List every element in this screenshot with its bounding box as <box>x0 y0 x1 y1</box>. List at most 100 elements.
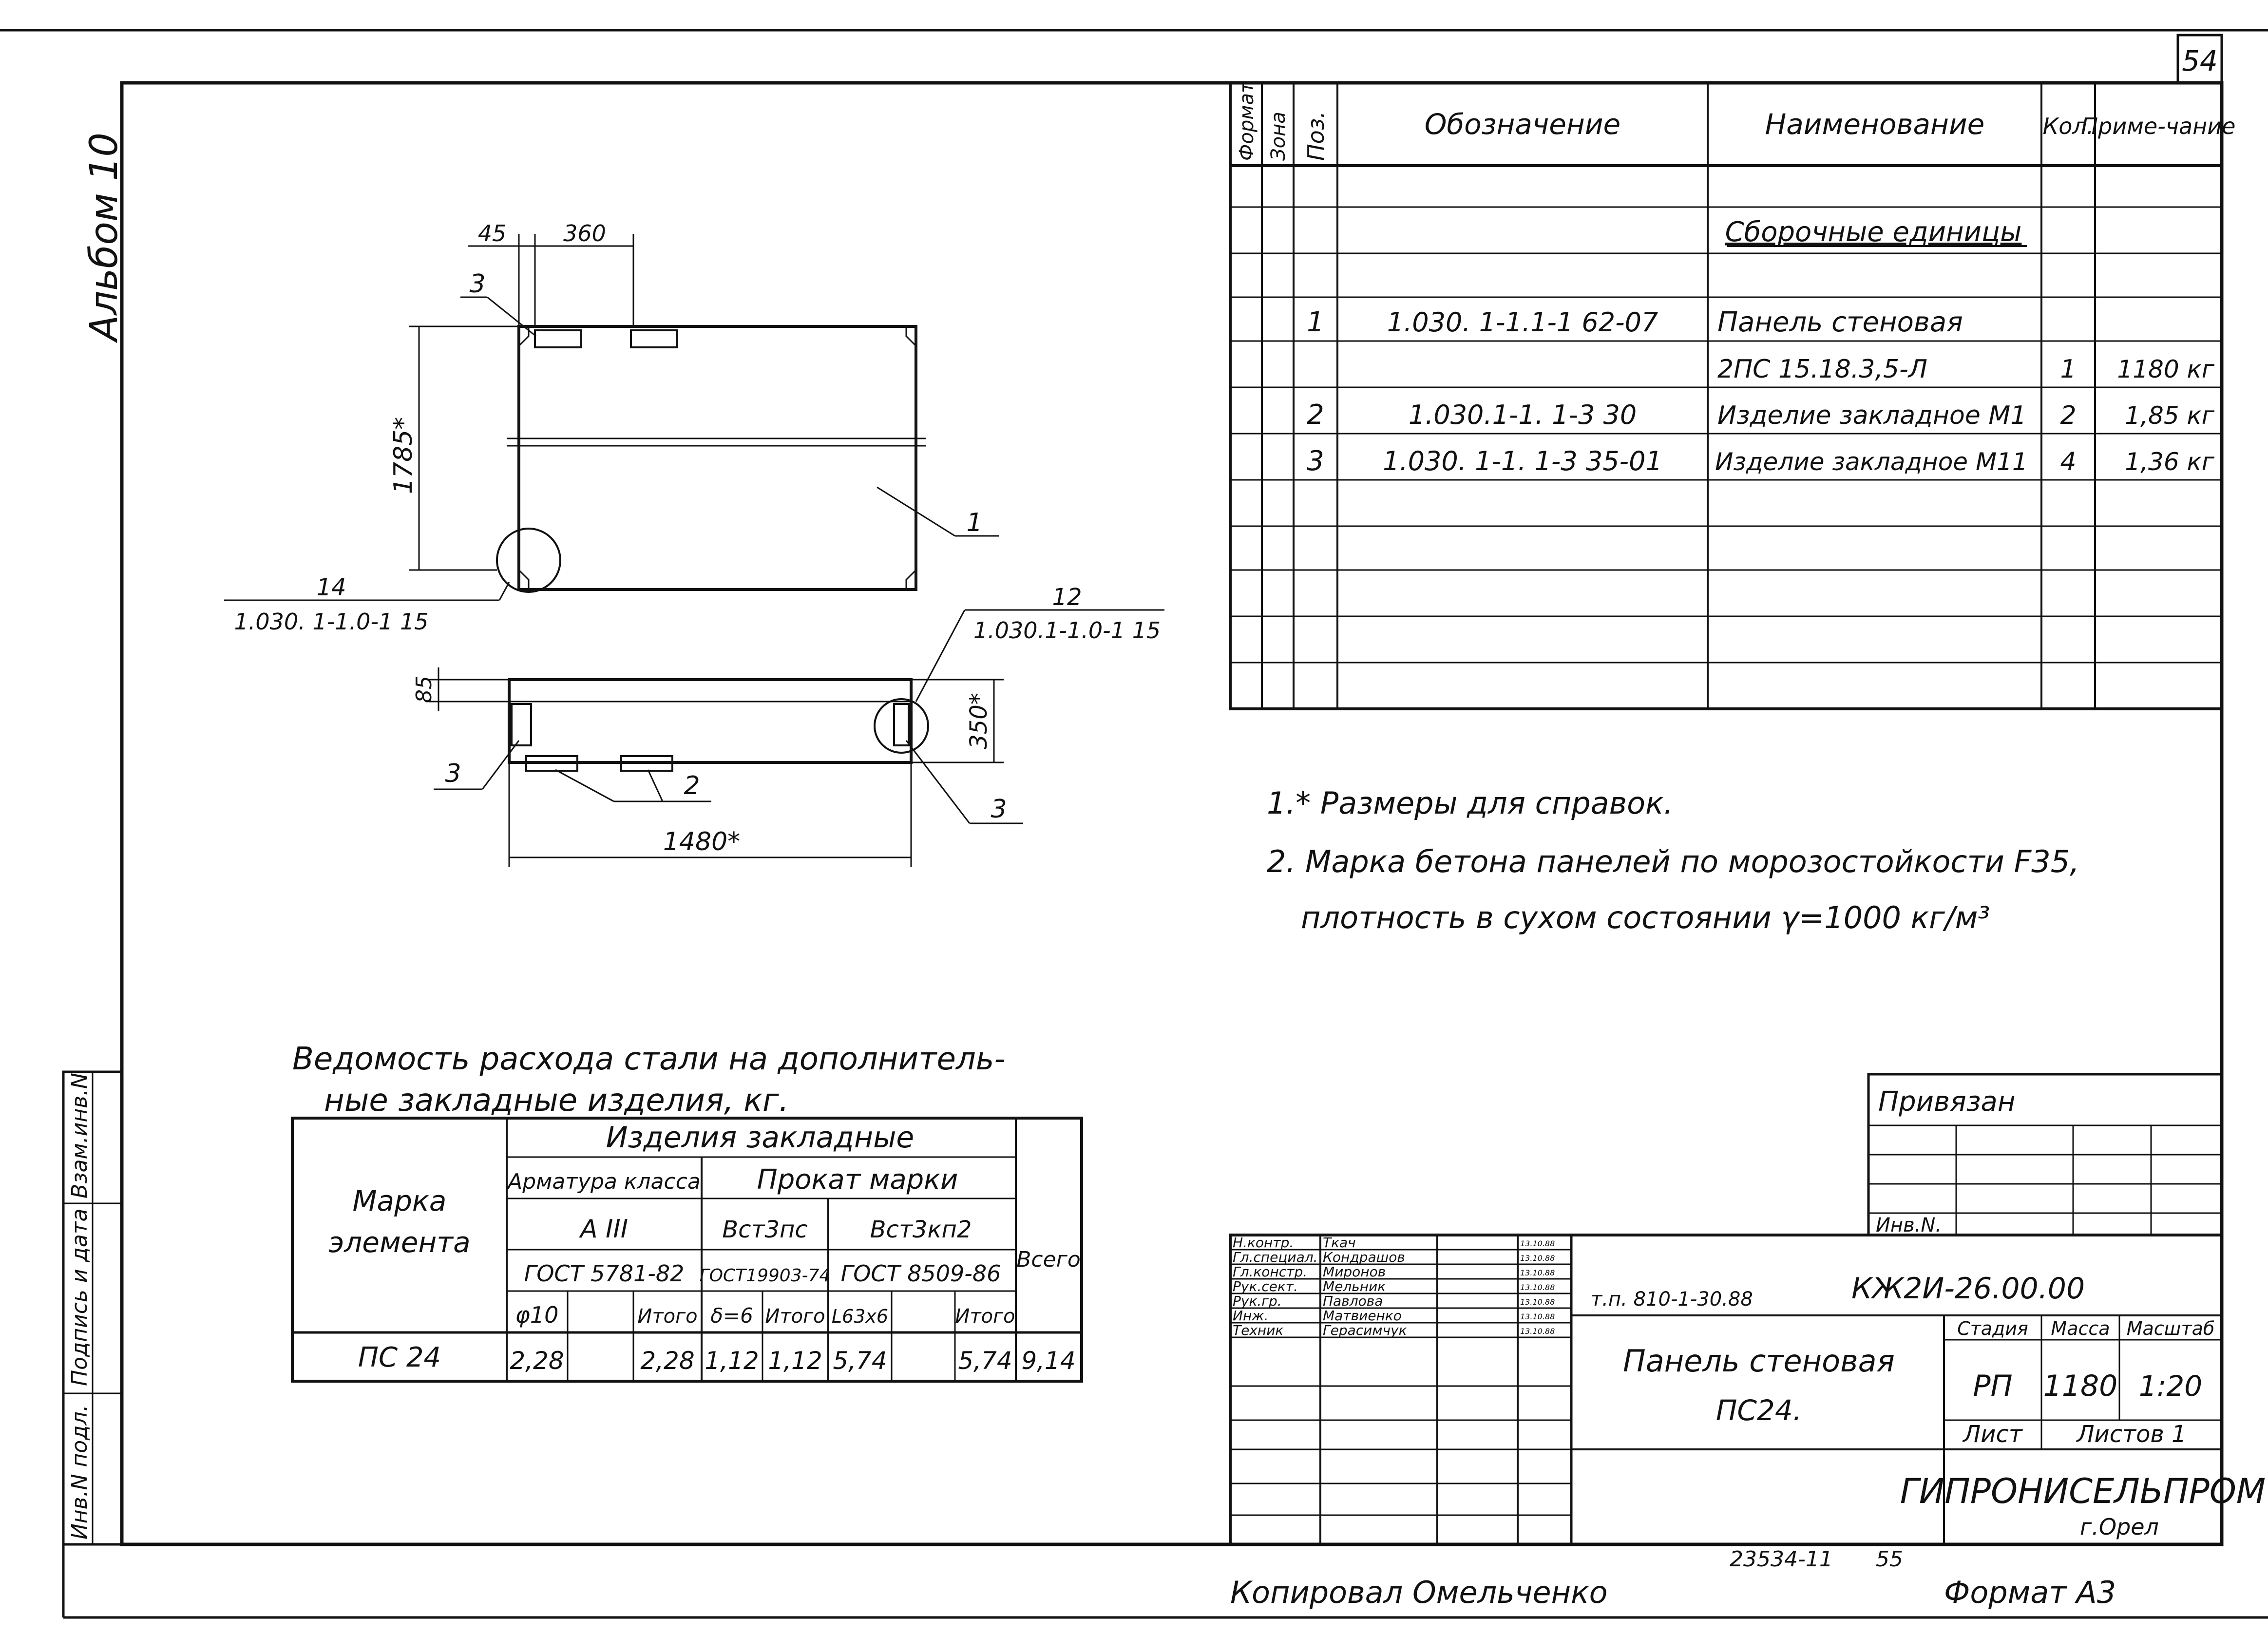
pos-1: 1 <box>966 508 982 537</box>
corner-mark-br <box>905 569 917 589</box>
tb-date-6: 13.10.88 <box>1520 1327 1555 1336</box>
note-1: 1.* Размеры для справок. <box>1267 785 1673 821</box>
steel-table-frame <box>291 1117 1083 1383</box>
callout-14-leader <box>498 582 510 601</box>
pos-3a: 3 <box>469 269 485 299</box>
row3-designation: 1.030.1-1. 1-3 30 <box>1409 399 1637 430</box>
tb-name-line1: Панель стеновая <box>1623 1343 1895 1379</box>
embedded-plate-1 <box>534 329 582 348</box>
tb-scale-label: Масштаб <box>2127 1318 2215 1339</box>
row4-note: 1,36 кг <box>2125 448 2214 476</box>
steel-row-total: 9,14 <box>1021 1347 1075 1375</box>
pos-3b: 3 <box>445 759 461 788</box>
panel-outline <box>517 325 917 591</box>
album-label: Альбом 10 <box>82 133 126 343</box>
steel-table-title-2: ные закладные изделия, кг. <box>324 1083 789 1119</box>
tb-name-3: Мельник <box>1323 1278 1386 1294</box>
steel-col-itogo3: Итого <box>955 1305 1015 1328</box>
row3-name: Изделие закладное М1 <box>1717 401 2026 430</box>
section-title: Сборочные единицы <box>1725 216 2022 248</box>
callout-14-reference: 1.030. 1-1.0-1 15 <box>234 608 429 635</box>
steel-table-title-1: Ведомость расхода стали на дополнитель- <box>292 1041 1006 1077</box>
tb-tp: т.п. 810-1-30.88 <box>1591 1288 1753 1311</box>
row3-note: 1,85 кг <box>2125 401 2214 430</box>
drawing-frame <box>120 81 2224 1546</box>
binding-inv: Инв.N. <box>1876 1214 1942 1236</box>
note-3: плотность в сухом состоянии γ=1000 кг/м³ <box>1301 900 1990 935</box>
pos-3c: 3 <box>991 795 1007 824</box>
tb-name-5: Матвиенко <box>1323 1308 1402 1324</box>
tb-date-1: 13.10.88 <box>1520 1254 1555 1263</box>
row2-name: 2ПС 15.18.3,5-Л <box>1717 355 1927 384</box>
dim-360: 360 <box>563 220 606 247</box>
row2-note: 1180 кг <box>2117 355 2214 383</box>
tb-scale: 1:20 <box>2139 1369 2202 1403</box>
tb-city: г.Орел <box>2080 1514 2159 1540</box>
embedded-plate-2 <box>630 329 678 348</box>
section-plate-1 <box>525 755 578 772</box>
leader-2b <box>647 769 664 802</box>
steel-hdr-rolled: Прокат марки <box>757 1164 958 1196</box>
hdr-format: Формат <box>1236 81 1258 161</box>
side-stamp: Инв.N подл. Подпись и дата Взам.инв.N <box>62 1070 123 1546</box>
tb-date-5: 13.10.88 <box>1520 1312 1555 1321</box>
tb-name-6: Герасимчук <box>1323 1322 1407 1338</box>
title-block-frame <box>1229 1234 2223 1546</box>
tb-date-3: 13.10.88 <box>1520 1283 1555 1292</box>
steel-col-d6: δ=6 <box>710 1304 753 1328</box>
callout-circle-12 <box>874 698 929 754</box>
steel-hdr-steel1-gost: ГОСТ19903-74 <box>700 1266 831 1286</box>
side-stamp-replace: Взам.инв.N <box>67 1073 92 1198</box>
tb-name-0: Ткач <box>1323 1235 1356 1251</box>
side-stamp-inv: Инв.N подл. <box>67 1405 92 1540</box>
tb-date-0: 13.10.88 <box>1520 1239 1555 1248</box>
steel-hdr-group: Изделия закладные <box>606 1121 915 1155</box>
steel-hdr-total: Всего <box>1016 1247 1080 1272</box>
steel-hdr-steel1: Вст3пс <box>722 1216 808 1243</box>
callout-12-number: 12 <box>1052 584 1082 611</box>
leader-3a <box>487 296 536 337</box>
row4-qty: 4 <box>2060 447 2076 476</box>
binding-title: Привязан <box>1878 1086 2015 1118</box>
steel-hdr-mark-2: элемента <box>328 1226 470 1259</box>
title-block: Н.контр. Ткач 13.10.88 Гл.специал. Кондр… <box>1229 1234 2266 1546</box>
tb-date-2: 13.10.88 <box>1520 1268 1555 1277</box>
tb-role-2: Гл.констр. <box>1233 1264 1307 1280</box>
note-2: 2. Марка бетона панелей по морозостойкос… <box>1267 844 2079 879</box>
steel-hdr-armature: Арматура класса <box>506 1169 701 1194</box>
hdr-name: Наименование <box>1765 108 1985 141</box>
tb-role-5: Инж. <box>1233 1308 1268 1324</box>
hdr-pos: Поз. <box>1303 111 1329 161</box>
tb-stage-label: Стадия <box>1957 1318 2028 1339</box>
callout-12-leader <box>915 609 966 702</box>
pos-2: 2 <box>684 771 700 800</box>
panel-section-view: 85 350* 1480* 3 2 3 12 1.030.1-1.0-1 15 <box>412 584 1164 867</box>
dim-85: 85 <box>412 676 437 703</box>
steel-row-l63: 5,74 <box>833 1347 887 1375</box>
hdr-qty: Кол. <box>2043 113 2094 139</box>
callout-12-reference: 1.030.1-1.0-1 15 <box>973 617 1161 644</box>
steel-row-itogo3: 5,74 <box>958 1347 1012 1375</box>
row4-pos: 3 <box>1307 445 1324 477</box>
archive-number: 23534-11 <box>1730 1547 1833 1572</box>
row3-pos: 2 <box>1307 399 1324 431</box>
row4-name: Изделие закладное М11 <box>1715 448 2028 476</box>
tb-organization: ГИПРОНИСЕЛЬПРОМ <box>1900 1471 2266 1511</box>
dim-350: 350* <box>965 693 992 749</box>
tb-sheet-label: Лист <box>1962 1421 2023 1448</box>
row4-designation: 1.030. 1-1. 1-3 35-01 <box>1383 446 1662 476</box>
tb-stage: РП <box>1973 1369 2012 1403</box>
steel-hdr-steel2-gost: ГОСТ 8509-86 <box>841 1260 1001 1287</box>
panel-plan-view: 45 360 1785* 3 1 14 1.030. 1-1.0-1 15 <box>224 220 999 635</box>
row1-designation: 1.030. 1-1.1-1 62-07 <box>1387 307 1658 338</box>
row3-qty: 2 <box>2060 401 2076 430</box>
tb-role-6: Техник <box>1233 1322 1283 1338</box>
general-notes: 1.* Размеры для справок. 2. Марка бетона… <box>1267 785 2079 935</box>
tb-role-0: Н.контр. <box>1233 1235 1294 1251</box>
steel-hdr-mark-1: Марка <box>353 1184 447 1217</box>
steel-row-itogo1: 2,28 <box>640 1347 694 1375</box>
tb-sheets-label: Листов 1 <box>2076 1421 2186 1448</box>
leader-2a <box>555 769 614 802</box>
tb-role-4: Рук.гр. <box>1233 1293 1282 1309</box>
